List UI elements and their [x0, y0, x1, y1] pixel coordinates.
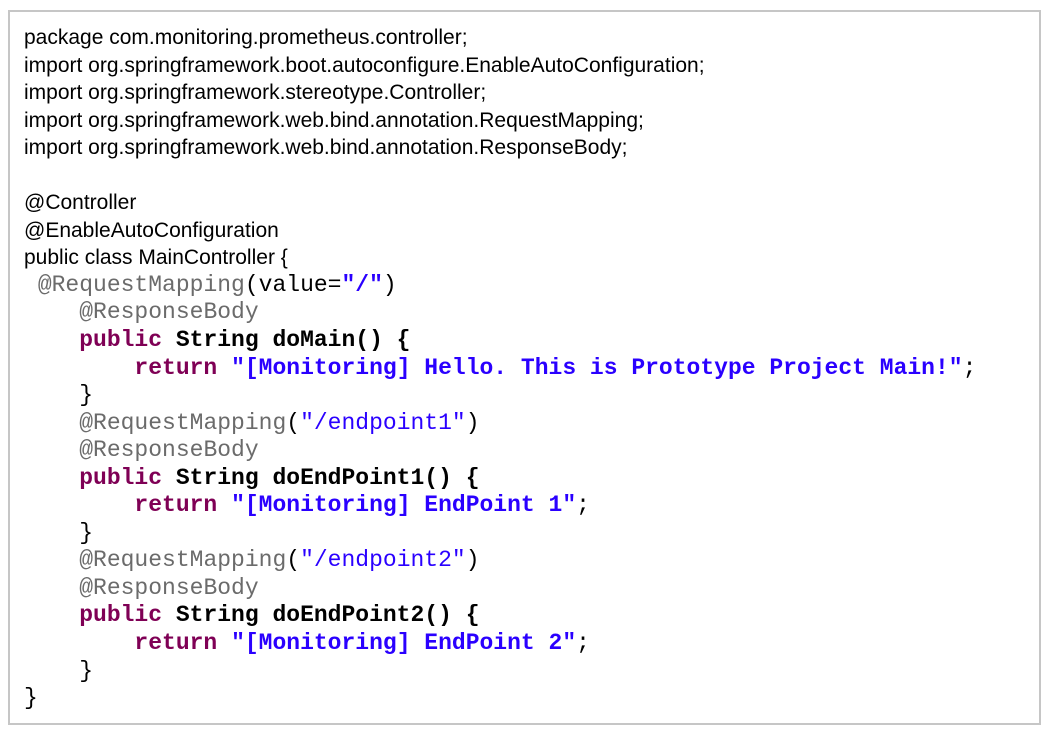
- code-line: @RequestMapping("/endpoint1"): [24, 410, 1025, 438]
- code-token-punct: [24, 575, 79, 601]
- code-token-plain: @EnableAutoConfiguration: [24, 218, 279, 242]
- code-token-str: "/": [341, 271, 383, 298]
- code-token-plain: import org.springframework.web.bind.anno…: [24, 136, 628, 160]
- code-token-punct: [24, 465, 79, 491]
- code-token-plain: public class MainController {: [24, 246, 288, 270]
- code-token-punct: }: [24, 657, 94, 684]
- code-token-kw: return: [134, 630, 218, 657]
- code-token-kw: public: [79, 602, 163, 629]
- code-line: public String doEndPoint2() {: [24, 602, 1025, 630]
- code-line: }: [24, 658, 1025, 686]
- code-token-punct: [24, 410, 79, 436]
- code-token-plain: package com.monitoring.prometheus.contro…: [24, 26, 468, 49]
- code-line: @RequestMapping(value="/"): [24, 272, 1025, 300]
- code-token-plain: import org.springframework.stereotype.Co…: [24, 81, 487, 105]
- code-line: }: [24, 382, 1025, 410]
- code-token-str: "[Monitoring] EndPoint 2": [231, 630, 577, 657]
- code-token-punct: [24, 437, 79, 463]
- code-token-plain: import org.springframework.boot.autoconf…: [24, 53, 705, 77]
- code-token-code: String doEndPoint1() {: [162, 464, 480, 491]
- code-line: public String doEndPoint1() {: [24, 465, 1025, 493]
- code-line: @ResponseBody: [24, 299, 1025, 327]
- code-token-punct: [24, 492, 134, 518]
- code-token-punct: [24, 299, 79, 325]
- code-line: package com.monitoring.prometheus.contro…: [24, 24, 1025, 52]
- code-line: [24, 162, 1025, 190]
- code-block: package com.monitoring.prometheus.contro…: [24, 24, 1025, 713]
- code-token-strn: "/endpoint1": [300, 409, 466, 436]
- code-token-punct: ;: [576, 630, 590, 657]
- code-token-punct: }: [24, 519, 94, 546]
- code-line: import org.springframework.web.bind.anno…: [24, 107, 1025, 135]
- code-token-kw: public: [79, 464, 163, 491]
- code-line: import org.springframework.stereotype.Co…: [24, 79, 1025, 107]
- code-token-strn: "/endpoint2": [300, 547, 466, 574]
- code-token-plain: @Controller: [24, 191, 137, 215]
- code-token-punct: (: [286, 409, 301, 436]
- code-line: @ResponseBody: [24, 437, 1025, 465]
- code-token-punct: [24, 355, 134, 381]
- code-line: public class MainController {: [24, 244, 1025, 272]
- code-line: public String doMain() {: [24, 327, 1025, 355]
- code-token-ann: @ResponseBody: [79, 299, 259, 326]
- code-token-ann: @ResponseBody: [79, 574, 259, 601]
- code-line: import org.springframework.boot.autoconf…: [24, 52, 1025, 80]
- code-token-code: String doMain() {: [162, 327, 411, 354]
- code-token-punct: }: [24, 685, 38, 712]
- code-line: import org.springframework.web.bind.anno…: [24, 134, 1025, 162]
- code-token-code: [217, 492, 231, 518]
- code-token-str: "[Monitoring] Hello. This is Prototype P…: [231, 354, 963, 381]
- code-token-ann: @RequestMapping: [79, 547, 287, 574]
- code-token-punct: [24, 547, 79, 573]
- code-token-punct: ): [465, 547, 480, 574]
- code-token-punct: ): [382, 271, 397, 298]
- code-line: return "[Monitoring] EndPoint 1";: [24, 492, 1025, 520]
- code-line: @RequestMapping("/endpoint2"): [24, 547, 1025, 575]
- code-line: }: [24, 520, 1025, 548]
- code-token-punct: ): [465, 409, 480, 436]
- code-line: @EnableAutoConfiguration: [24, 217, 1025, 245]
- code-line: @ResponseBody: [24, 575, 1025, 603]
- code-token-code: String doEndPoint2() {: [162, 602, 480, 629]
- code-token-kw: return: [134, 354, 218, 381]
- code-token-punct: (value=: [244, 271, 342, 298]
- code-token-punct: ;: [576, 492, 590, 519]
- code-token-punct: (: [286, 547, 301, 574]
- code-token-punct: [24, 602, 79, 628]
- code-line: return "[Monitoring] EndPoint 2";: [24, 630, 1025, 658]
- code-line: return "[Monitoring] Hello. This is Prot…: [24, 355, 1025, 383]
- code-token-code: [217, 355, 231, 381]
- code-token-ann: @RequestMapping: [37, 271, 245, 298]
- code-token-punct: }: [24, 382, 94, 409]
- code-line: @Controller: [24, 189, 1025, 217]
- code-token-str: "[Monitoring] EndPoint 1": [231, 492, 577, 519]
- code-token-punct: ;: [962, 354, 977, 381]
- code-token-code: [217, 630, 231, 656]
- code-snippet-panel: package com.monitoring.prometheus.contro…: [8, 10, 1041, 725]
- code-token-kw: return: [134, 492, 218, 519]
- code-token-ann: @RequestMapping: [79, 409, 287, 436]
- code-token-ann: @ResponseBody: [79, 437, 259, 464]
- code-token-punct: [24, 630, 134, 656]
- code-token-kw: public: [79, 327, 163, 354]
- code-token-punct: [24, 272, 38, 298]
- code-token-punct: [24, 327, 79, 353]
- code-token-plain: import org.springframework.web.bind.anno…: [24, 108, 644, 132]
- code-line: }: [24, 685, 1025, 713]
